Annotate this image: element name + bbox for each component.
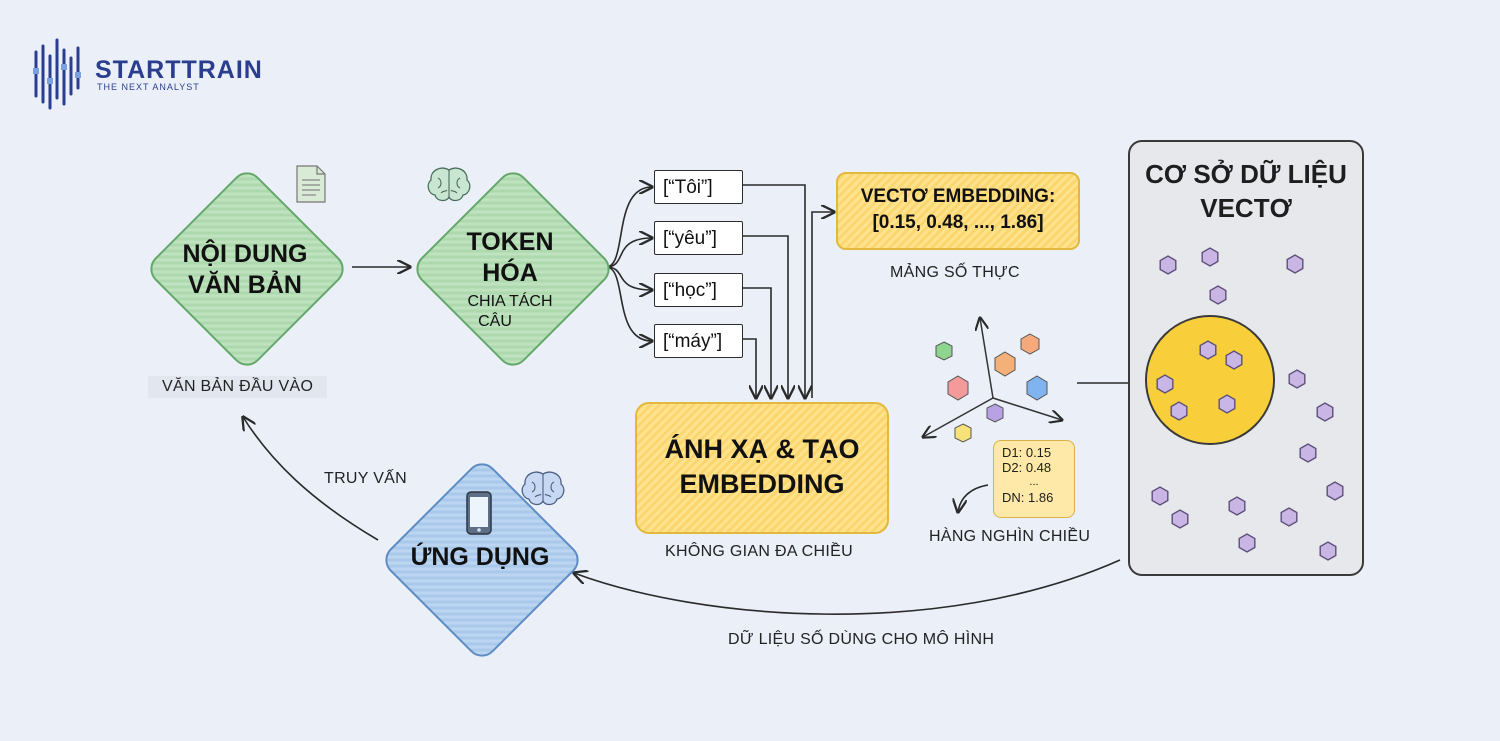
vector-point-hexagon: [1319, 541, 1337, 561]
vector-point-hexagon: [1286, 254, 1304, 274]
content-title-line1: NỘI DUNG: [182, 240, 308, 268]
vector-point-hexagon: [1225, 350, 1243, 370]
tokenize-sub-line1: CHIA TÁCH: [467, 293, 553, 310]
vector-embedding-values: [0.15, 0.48, ..., 1.86]: [872, 212, 1044, 233]
dimension-d2: D2: 0.48: [1002, 460, 1052, 475]
content-title-line2: VĂN BẢN: [188, 271, 302, 299]
dimensions-caption: HÀNG NGHÌN CHIỀU: [929, 528, 1091, 545]
smartphone-icon: [466, 491, 492, 535]
brain-icon: [521, 471, 565, 506]
database-title-line1: CƠ SỞ DỮ LIỆU: [1145, 159, 1347, 189]
vector-point-hexagon: [1159, 255, 1177, 275]
vector-point-hexagon: [1326, 481, 1344, 501]
dimension-dn: DN: 1.86: [1002, 490, 1054, 505]
dimension-ellipsis: ...: [1029, 476, 1039, 488]
output-edge-label: DỮ LIỆU SỐ DÙNG CHO MÔ HÌNH: [728, 631, 995, 648]
mapping-caption: KHÔNG GIAN ĐA CHIỀU: [665, 543, 853, 560]
vector-point-hexagon: [1299, 443, 1317, 463]
vector-point-hexagon: [1201, 247, 1219, 267]
vector-point-hexagon: [1151, 486, 1169, 506]
app-label: ỨNG DỤNG: [410, 543, 550, 571]
brain-icon: [427, 167, 471, 202]
vector-point-hexagon: [1170, 401, 1188, 421]
vector-point-hexagon: [1218, 394, 1236, 414]
dimension-d1: D1: 0.15: [1002, 445, 1052, 460]
vector-embedding-title: VECTƠ EMBEDDING:: [860, 186, 1056, 207]
vector-point-hexagon: [1209, 285, 1227, 305]
mapping-box: ÁNH XẠ & TẠO EMBEDDING: [635, 402, 889, 534]
token-toi: [“Tôi”]: [654, 170, 743, 204]
brand-tagline: THE NEXT ANALYST: [97, 82, 200, 92]
vector-point-hexagon: [1288, 369, 1306, 389]
dimensions-box: D1: 0.15 D2: 0.48 ... DN: 1.86: [993, 440, 1075, 518]
token-yeu: [“yêu”]: [654, 221, 743, 255]
starttrain-logo-icon: [33, 38, 81, 110]
query-edge-label: TRUY VẤN: [324, 470, 408, 487]
database-title-line2: VECTƠ: [1200, 193, 1292, 223]
mapping-title-line1: ÁNH XẠ & TẠO: [664, 434, 860, 464]
tokenize-sub-line2: CÂU: [478, 313, 512, 330]
vector-point-hexagon: [1238, 533, 1256, 553]
vector-point-hexagon: [1199, 340, 1217, 360]
vector-point-hexagon: [1171, 509, 1189, 529]
brand-name: STARTTRAIN: [95, 56, 263, 84]
vector-point-hexagon: [1156, 374, 1174, 394]
vector-point-hexagon: [1228, 496, 1246, 516]
mapping-title-line2: EMBEDDING: [679, 469, 845, 499]
token-may: [“máy”]: [654, 324, 743, 358]
vector-point-hexagon: [1316, 402, 1334, 422]
document-icon: [296, 165, 326, 203]
vector-embedding-box: VECTƠ EMBEDDING: [0.15, 0.48, ..., 1.86]: [836, 172, 1080, 250]
tokenize-title-line2: HÓA: [482, 259, 538, 287]
vector-point-hexagon: [1280, 507, 1298, 527]
token-hoc: [“học”]: [654, 273, 743, 307]
vector-embedding-caption: MẢNG SỐ THỰC: [890, 264, 1020, 281]
tokenize-title-line1: TOKEN: [466, 228, 554, 256]
content-caption: VĂN BẢN ĐẦU VÀO: [148, 376, 328, 398]
